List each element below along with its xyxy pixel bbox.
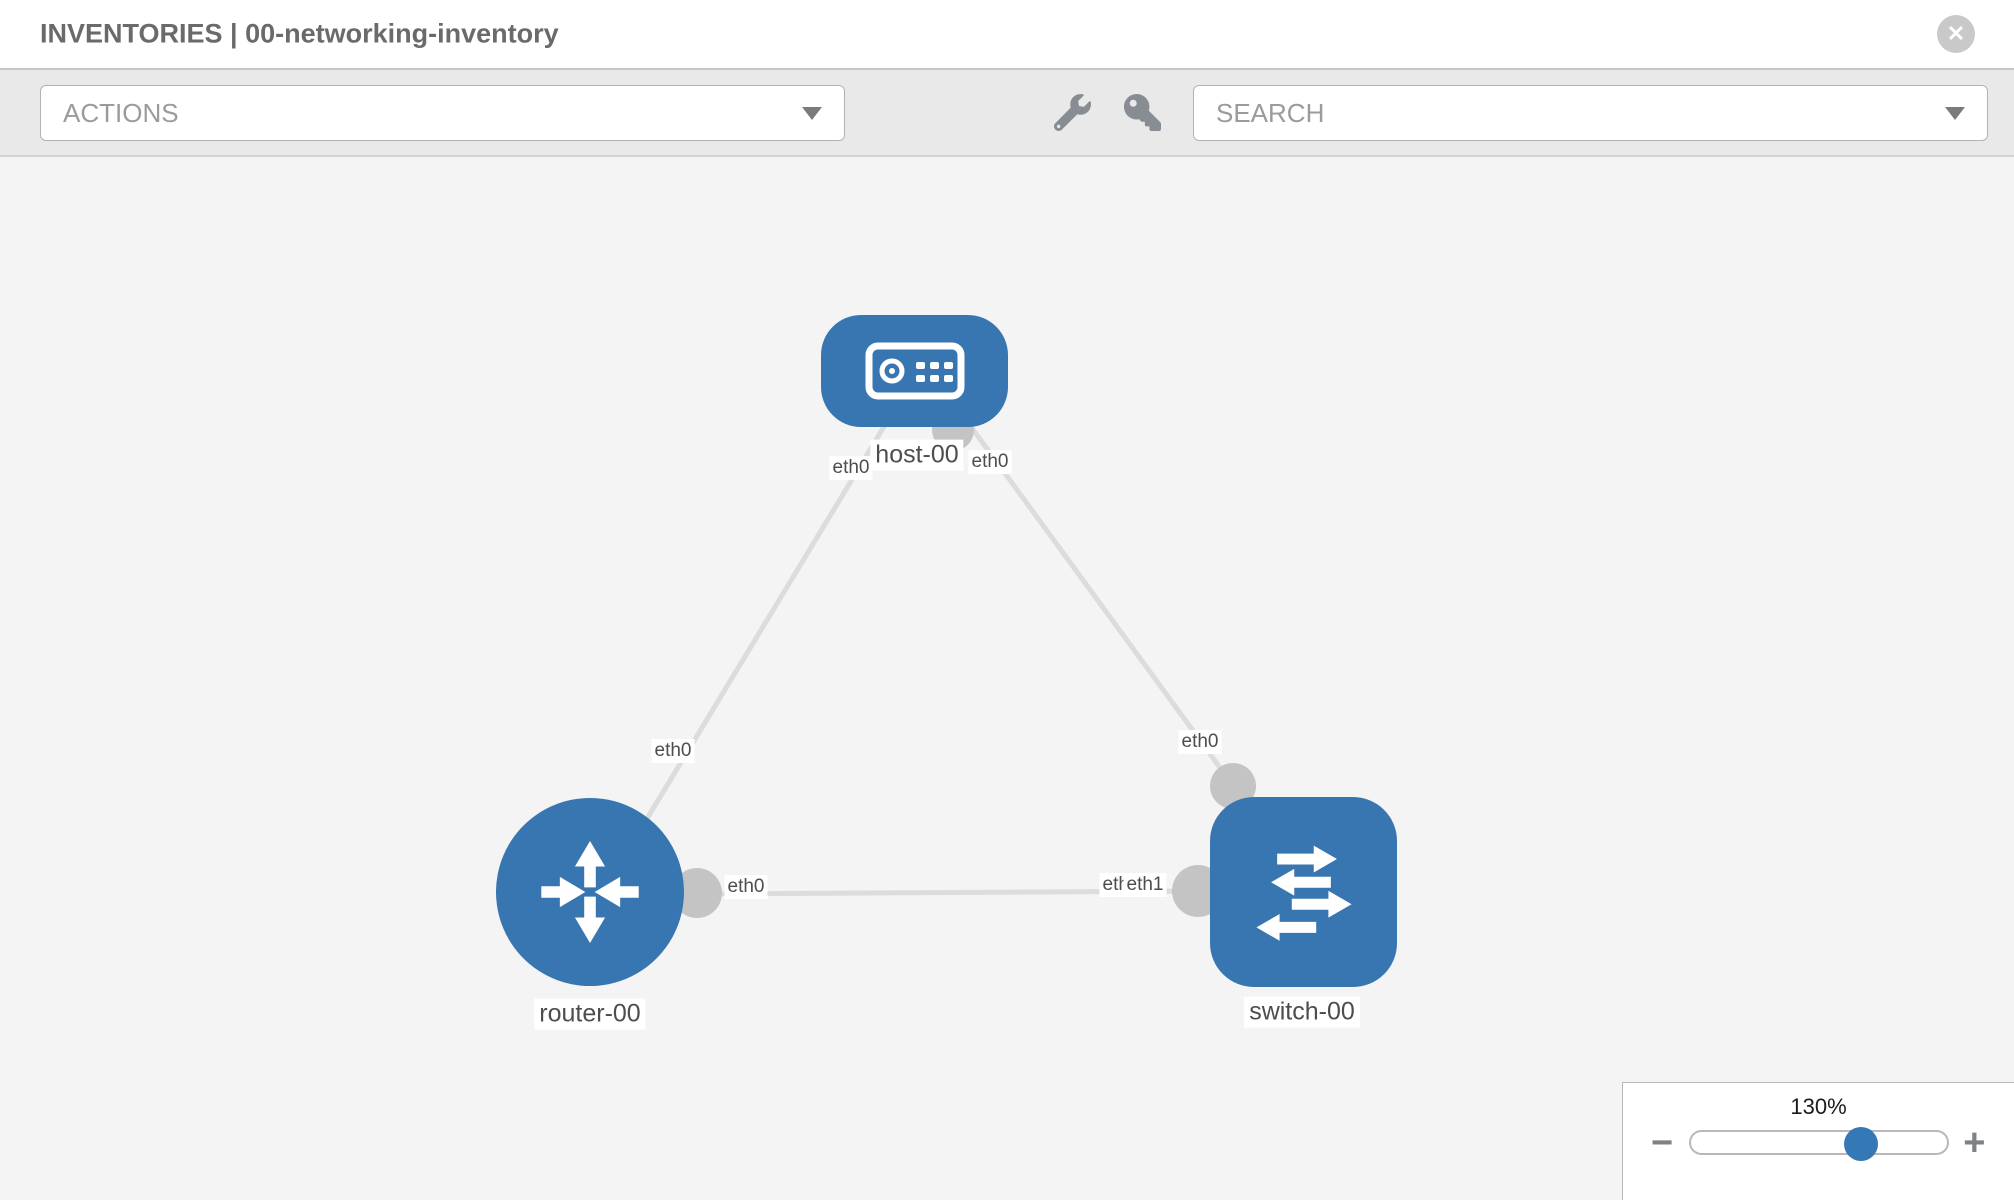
- zoom-in-button[interactable]: +: [1963, 1121, 1986, 1164]
- toolbar: ACTIONS SEARCH: [0, 70, 2014, 157]
- node-router-00[interactable]: [496, 798, 684, 986]
- interface-label-host-eth0-left: eth0: [829, 456, 873, 480]
- key-icon[interactable]: [1124, 94, 1161, 136]
- actions-dropdown[interactable]: ACTIONS: [40, 85, 845, 141]
- interface-label-switch-eth0-upper: eth0: [1178, 730, 1222, 754]
- interface-label-switch-eth1: eth1: [1123, 873, 1167, 897]
- search-dropdown-label: SEARCH: [1216, 97, 1325, 128]
- close-button[interactable]: ✕: [1937, 15, 1975, 53]
- window-header: INVENTORIES | 00-networking-inventory ✕: [0, 0, 2014, 70]
- close-icon: ✕: [1946, 21, 1966, 46]
- search-dropdown[interactable]: SEARCH: [1193, 85, 1988, 141]
- page-title: INVENTORIES | 00-networking-inventory: [40, 18, 559, 49]
- host-device-icon: [865, 342, 964, 400]
- switch-arrows-icon: [1255, 845, 1352, 941]
- zoom-panel: 130% − +: [1622, 1082, 2014, 1200]
- node-label-router-00: router-00: [534, 998, 646, 1030]
- node-switch-00[interactable]: [1210, 797, 1397, 987]
- node-label-host-00: host-00: [870, 439, 964, 471]
- interface-label-router-eth0-right: eth0: [724, 875, 768, 899]
- node-label-switch-00: switch-00: [1244, 996, 1360, 1028]
- node-host-00[interactable]: [821, 315, 1008, 427]
- interface-label-router-eth0-upper: eth0: [651, 739, 695, 763]
- zoom-level-value: 130%: [1790, 1094, 1847, 1119]
- interface-label-host-eth0-right: eth0: [968, 450, 1012, 474]
- zoom-slider-thumb[interactable]: [1844, 1127, 1879, 1161]
- topology-canvas[interactable]: host-00 router-00 switch-00 eth0 eth0 et…: [0, 157, 2014, 1200]
- zoom-out-button[interactable]: −: [1651, 1121, 1674, 1164]
- interface-dot-router[interactable]: [672, 868, 722, 918]
- wrench-icon[interactable]: [1053, 94, 1091, 136]
- chevron-down-icon: [802, 106, 822, 120]
- topology-links-layer: [619, 409, 1256, 918]
- link-host-router[interactable]: [619, 418, 891, 862]
- zoom-slider[interactable]: [1689, 1127, 1950, 1161]
- router-arrows-icon: [541, 840, 639, 944]
- chevron-down-icon: [1945, 106, 1965, 120]
- actions-dropdown-label: ACTIONS: [63, 97, 179, 128]
